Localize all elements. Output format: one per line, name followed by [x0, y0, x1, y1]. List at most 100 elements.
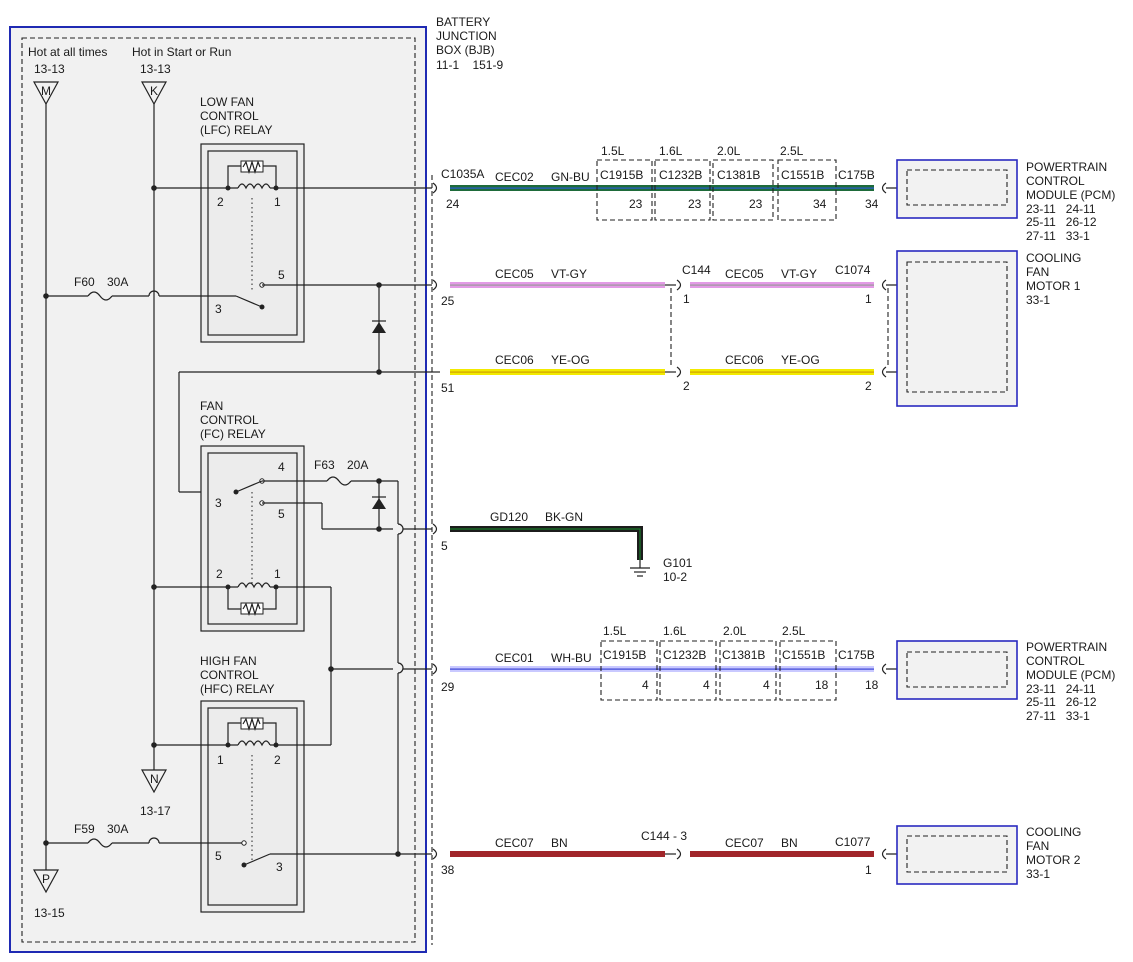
c1077-pin-1: 1 — [865, 863, 872, 877]
inline-box-c1381b-bottom — [719, 640, 777, 701]
cooling-fan-motor-2: COOLING FAN MOTOR 2 33-1 — [896, 825, 1081, 885]
ye-og-label-2: YE-OG — [781, 353, 820, 367]
engine-25l-top: 2.5L — [780, 144, 804, 158]
fc-pin-5: 5 — [278, 507, 285, 521]
fc-coil-icon — [237, 582, 271, 589]
engine-16l-top: 1.6L — [659, 144, 683, 158]
fc-title-3: (FC) RELAY — [200, 427, 266, 441]
connector-n-ref: 13-17 — [140, 804, 171, 818]
fuse-f63: F63 20A — [262, 458, 398, 486]
hfc-pin-1: 1 — [217, 753, 224, 767]
fc-pin-4: 4 — [278, 460, 285, 474]
wire-bn-1 — [450, 851, 665, 857]
lfc-relay-inner — [207, 150, 298, 336]
engine-20l-bottom: 2.0L — [723, 624, 747, 638]
fuse-f60-name: F60 — [74, 275, 95, 289]
circuit-gd120: 5 GD120 BK-GN G101 10-2 — [432, 510, 693, 584]
connector-k-letter: K — [150, 84, 158, 98]
fuse-f63-name: F63 — [314, 458, 335, 472]
lfc-pin-1: 1 — [274, 195, 281, 209]
lfc-pin-2: 2 — [217, 195, 224, 209]
bjb-title: BATTERY JUNCTION BOX (BJB) 11-1 151-9 — [436, 15, 503, 72]
bjb-pin-51: 51 — [441, 381, 455, 395]
fan-motor-2-ref: 33-1 — [1026, 867, 1050, 881]
cec06-label-2: CEC06 — [725, 353, 764, 367]
lfc-title-3: (LFC) RELAY — [200, 123, 272, 137]
c144-pin-1: 1 — [683, 292, 690, 306]
connector-k: 13-13 K — [140, 62, 171, 106]
connector-n: N 13-17 — [140, 769, 171, 818]
ye-og-label-1: YE-OG — [551, 353, 590, 367]
wire-gn-bu-stripe — [450, 187, 874, 189]
hfc-pin-5: 5 — [215, 849, 222, 863]
pcm-top-refs-1: 23-11 24-11 — [1026, 202, 1096, 216]
fuse-f59-rating: 30A — [107, 822, 128, 836]
c1035a-label: C1035A — [441, 167, 484, 181]
inline-box-c1915b-top — [596, 159, 653, 221]
hfc-relay: HIGH FAN CONTROL (HFC) RELAY 1 2 5 3 — [151, 654, 331, 913]
wire-bn-2 — [690, 851, 874, 857]
hfc-relay-inner — [207, 707, 298, 906]
fc-relay: FAN CONTROL (FC) RELAY 4 3 5 2 1 — [151, 399, 331, 632]
pcm-top-refs-2: 25-11 26-12 — [1026, 215, 1097, 229]
c1551b-top-label: C1551B — [781, 168, 824, 182]
wire-bk-gn — [450, 526, 643, 560]
fc-title-1: FAN — [200, 399, 223, 413]
cec06-label-1: CEC06 — [495, 353, 534, 367]
hfc-switch-contact — [243, 853, 271, 866]
engine-15l-bottom: 1.5L — [603, 624, 627, 638]
connector-m: 13-13 M — [32, 62, 65, 106]
c175b-top-pin: 34 — [865, 197, 879, 211]
bjb-pin-38: 38 — [441, 863, 455, 877]
lfc-title-1: LOW FAN — [200, 95, 254, 109]
c1381b-bottom-pin: 4 — [763, 678, 770, 692]
c1232b-bottom-pin: 4 — [703, 678, 710, 692]
pcm-top-name-2: CONTROL — [1026, 174, 1085, 188]
c1381b-top-pin: 23 — [749, 197, 763, 211]
lfc-title-2: CONTROL — [200, 109, 259, 123]
cooling-fan-motor-1: COOLING FAN MOTOR 1 33-1 — [896, 250, 1081, 407]
bjb-pin-25: 25 — [441, 294, 455, 308]
c1077-label: C1077 — [835, 835, 871, 849]
cec07-label-1: CEC07 — [495, 836, 534, 850]
connector-k-ref: 13-13 — [140, 62, 171, 76]
lfc-diode-icon — [372, 320, 386, 333]
c1915b-top-label: C1915B — [600, 168, 643, 182]
hfc-pin-3: 3 — [276, 860, 283, 874]
fan-motor-1-ref: 33-1 — [1026, 293, 1050, 307]
fan-motor-2-name-3: MOTOR 2 — [1026, 853, 1081, 867]
c1551b-bottom-label: C1551B — [782, 648, 825, 662]
wh-bu-label: WH-BU — [551, 651, 592, 665]
engine-15l-top: 1.5L — [601, 144, 625, 158]
cec05-label-1: CEC05 — [495, 267, 534, 281]
lfc-switch-contact — [235, 295, 263, 308]
c1232b-top-label: C1232B — [659, 168, 702, 182]
lfc-coil-icon — [237, 183, 271, 190]
bjb-pin-29: 29 — [441, 680, 455, 694]
pcm-top-name-3: MODULE (PCM) — [1026, 188, 1115, 202]
fuse-f59-name: F59 — [74, 822, 95, 836]
vt-gy-label-2: VT-GY — [781, 267, 817, 281]
hot-at-all-times-label: Hot at all times — [28, 45, 107, 59]
inline-box-c1381b-top — [712, 159, 774, 221]
ground-icon — [630, 560, 650, 577]
pcm-bottom-refs-3: 27-11 33-1 — [1026, 709, 1090, 723]
c1232b-top-pin: 23 — [688, 197, 702, 211]
connector-p-ref: 13-15 — [34, 906, 65, 920]
connector-p-letter: P — [42, 872, 50, 886]
inline-box-c1551b-top — [777, 159, 837, 221]
fuse-f60-rating: 30A — [107, 275, 128, 289]
c1551b-bottom-pin: 18 — [815, 678, 829, 692]
circuit-cec01: 29 CEC01 WH-BU 1.5L 1.6L 2.0L 2.5L C1915… — [432, 624, 907, 701]
fan-motor-2-inner — [906, 835, 1008, 873]
c1232b-bottom-label: C1232B — [663, 648, 706, 662]
pcm-bottom-name-2: CONTROL — [1026, 654, 1085, 668]
circuit-cec02: C1035A 24 CEC02 GN-BU 1.5L 1.6L 2.0L 2.5… — [432, 144, 907, 221]
inline-box-c1915b-bottom — [600, 640, 658, 701]
bk-gn-label: BK-GN — [545, 510, 583, 524]
fc-diode-icon — [372, 496, 386, 509]
inline-box-c1232b-top — [654, 159, 711, 221]
fan-motor-2-box — [896, 825, 1018, 885]
c144-label: C144 — [682, 263, 711, 277]
